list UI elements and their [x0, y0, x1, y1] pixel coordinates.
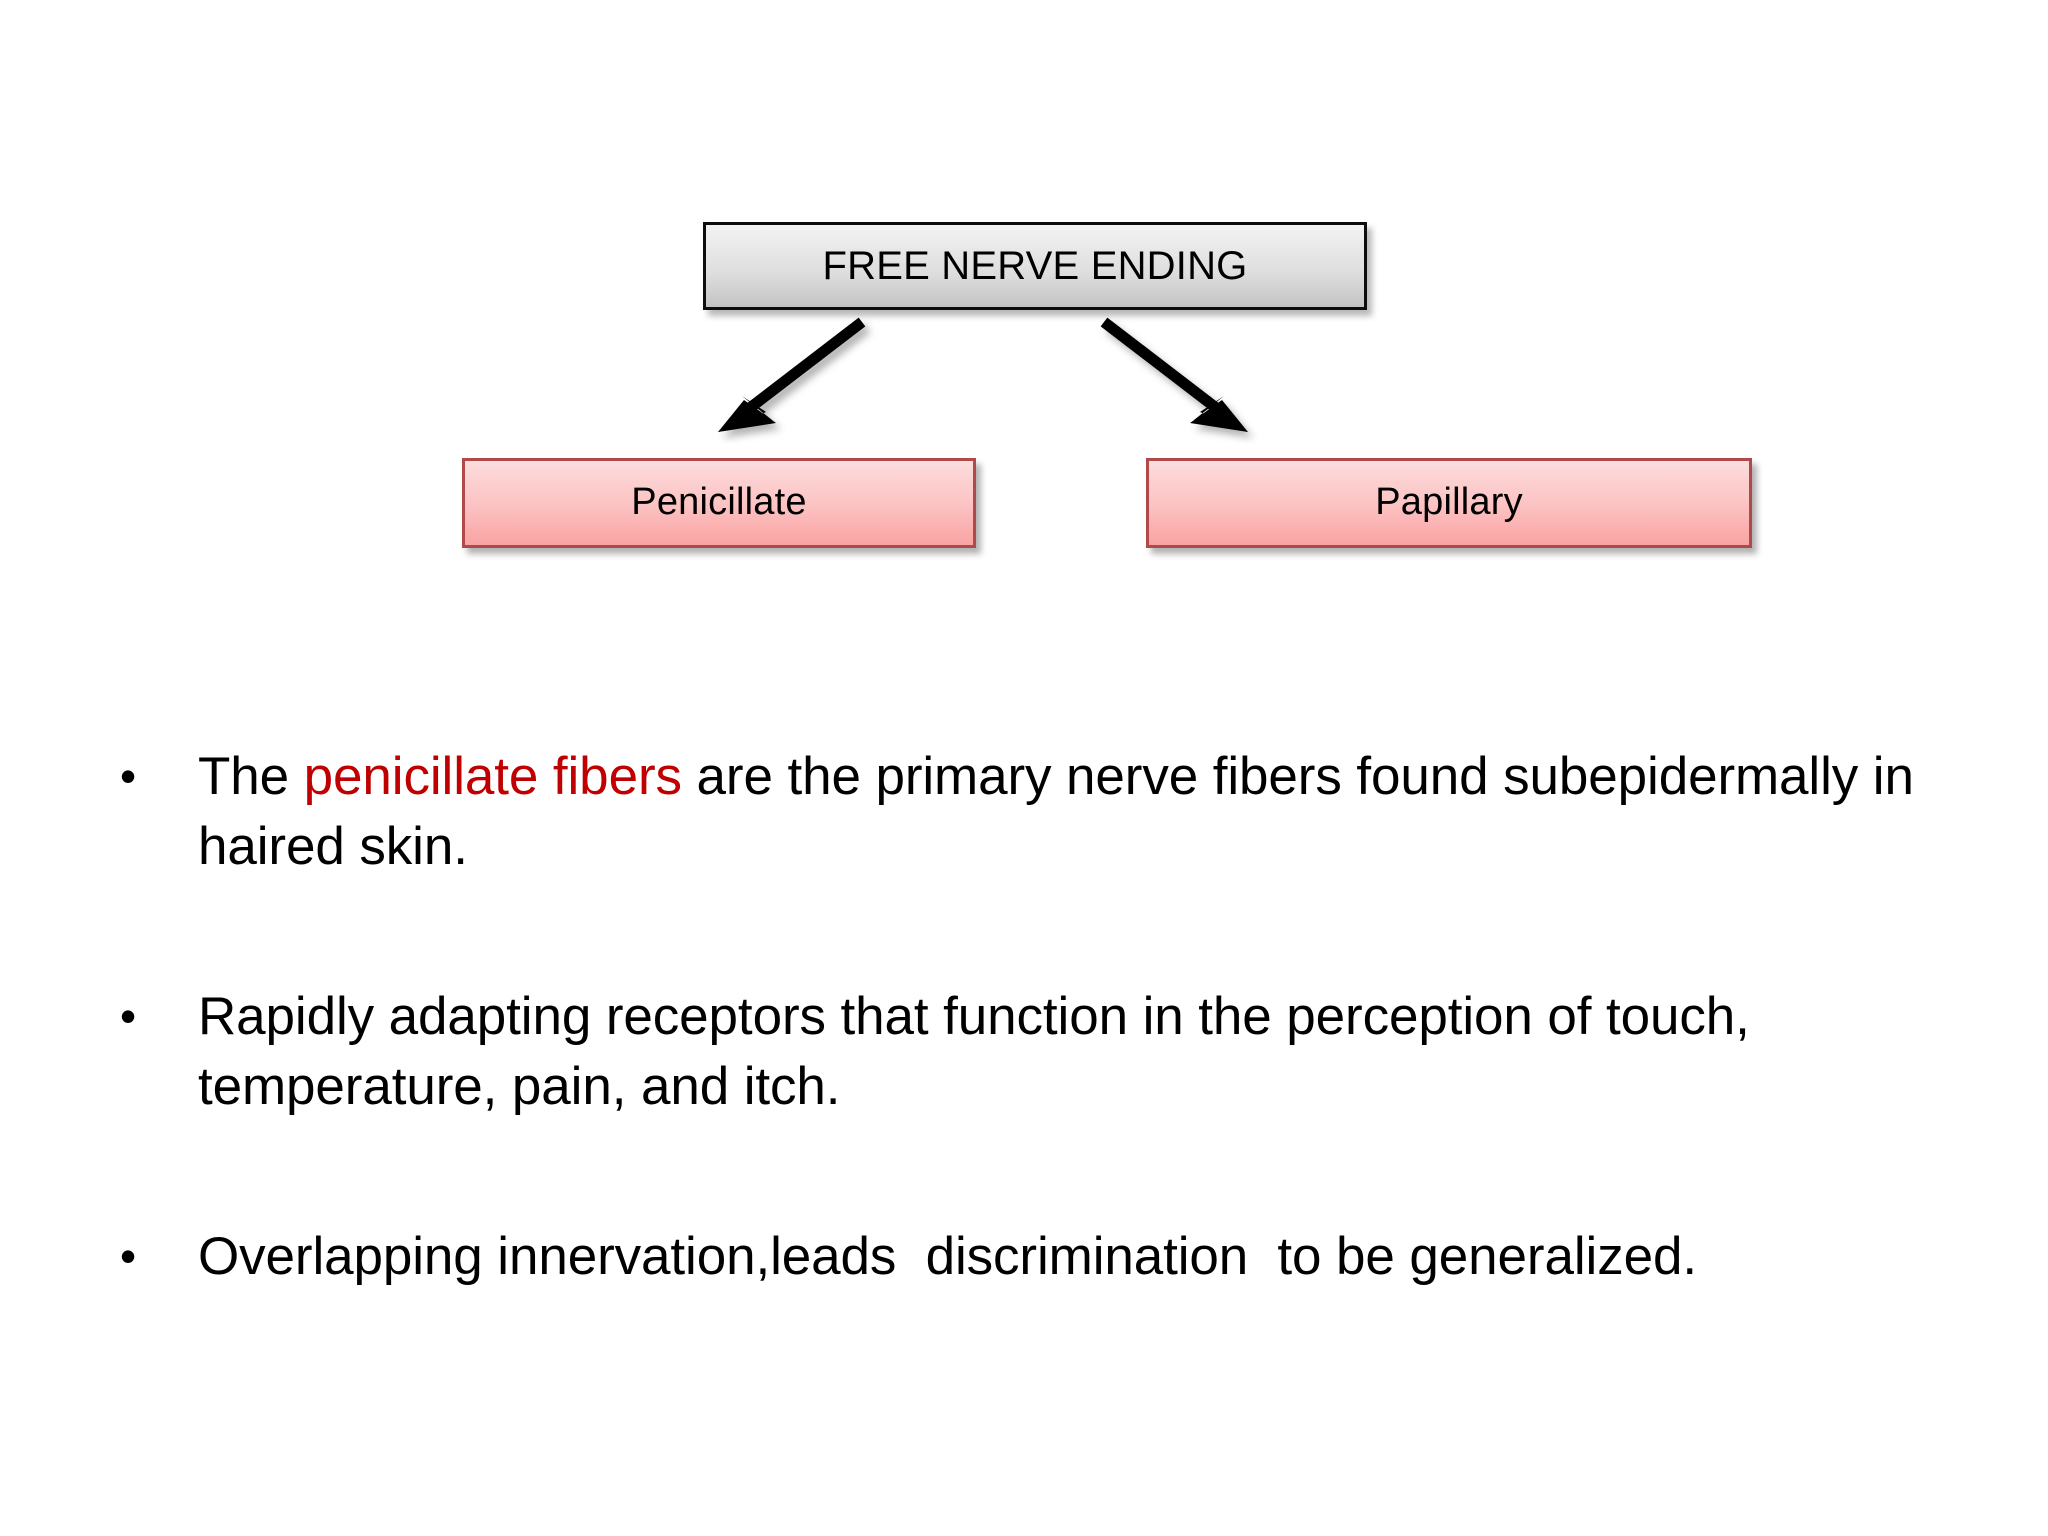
bullet-point-icon: • [120, 1230, 137, 1282]
list-item: • The penicillate fibers are the primary… [106, 742, 1966, 882]
diagram-node-penicillate[interactable]: Penicillate [462, 458, 976, 548]
bullet-text: Rapidly adapting receptors that function… [198, 982, 1966, 1122]
text-run: are the primary nerve fibers found subep… [198, 747, 1929, 876]
list-item: • Rapidly adapting receptors that functi… [106, 982, 1966, 1122]
bullet-text: The penicillate fibers are the primary n… [198, 742, 1966, 882]
text-run: Rapidly adapting receptors that function… [198, 987, 1765, 1116]
bullet-point-icon: • [120, 750, 137, 802]
bullet-list: • The penicillate fibers are the primary… [106, 742, 1966, 1292]
diagram-node-free-nerve-ending[interactable]: FREE NERVE ENDING [703, 222, 1367, 310]
text-run: Overlapping innervation,leads discrimina… [198, 1227, 1697, 1286]
diagram-node-label: Papillary [1375, 481, 1523, 524]
text-run: The [198, 747, 304, 806]
diagram-node-label: FREE NERVE ENDING [822, 244, 1248, 288]
bullet-point-icon: • [120, 990, 137, 1042]
arrow-to-papillary-icon [1100, 317, 1248, 432]
arrow-to-penicillate-icon [718, 317, 866, 432]
list-item: • Overlapping innervation,leads discrimi… [106, 1222, 1966, 1292]
diagram-node-label: Penicillate [631, 481, 807, 524]
bullet-text: Overlapping innervation,leads discrimina… [198, 1222, 1966, 1292]
diagram-node-papillary[interactable]: Papillary [1146, 458, 1752, 548]
highlighted-term: penicillate fibers [303, 747, 682, 806]
